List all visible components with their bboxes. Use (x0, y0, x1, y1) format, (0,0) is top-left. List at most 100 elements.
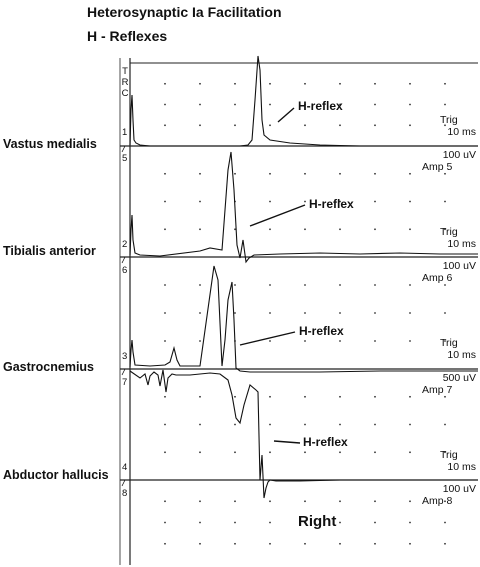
grid-dot (409, 423, 411, 426)
grid-dot (304, 82, 306, 85)
grid-dot (234, 500, 236, 503)
grid-dot (444, 172, 446, 175)
grid-dot (199, 542, 201, 545)
time-base-value: 10 ms (447, 126, 476, 138)
grid-dot (199, 228, 201, 231)
grid-dot (269, 82, 271, 85)
grid-dot (199, 82, 201, 85)
grid-dot (409, 103, 411, 106)
grid-dot (374, 451, 376, 454)
grid-dot (234, 228, 236, 231)
grid-dot (409, 542, 411, 545)
channel-number-bottom: 8 (122, 488, 128, 499)
grid-dot (304, 228, 306, 231)
grid-dot (444, 395, 446, 398)
grid-dot (339, 103, 341, 106)
grid-dot (269, 124, 271, 127)
grid-dot (339, 521, 341, 524)
grid-dot (234, 312, 236, 314)
h-reflex-pointer-4 (273, 440, 301, 444)
grid-dot (269, 395, 271, 398)
amp-readout: 100 uV Amp 5 (416, 149, 476, 173)
grid-dot (234, 451, 236, 454)
grid-dot (444, 340, 446, 342)
channel-number-top: 3 (122, 351, 128, 362)
amp-channel: Amp 5 (422, 161, 453, 173)
channel-number-bottom: 5 (122, 153, 128, 164)
grid-dot (234, 395, 236, 398)
grid-dot (339, 200, 341, 203)
grid-dot (304, 423, 306, 426)
grid-dot (304, 172, 306, 175)
grid-dot (164, 82, 166, 85)
grid-dot (164, 451, 166, 454)
grid-dot (444, 284, 446, 286)
grid-dot (304, 284, 306, 286)
figure-title: Heterosynaptic Ia Facilitation (87, 4, 282, 20)
trig-readout: Trig 10 ms (420, 226, 476, 250)
grid-dot (164, 500, 166, 503)
grid-dot (269, 521, 271, 524)
grid-dot (339, 312, 341, 314)
grid-dot (164, 124, 166, 127)
time-base-value: 10 ms (447, 238, 476, 250)
grid-dot (374, 340, 376, 342)
grid-dot (234, 124, 236, 127)
grid-dot (164, 340, 166, 342)
side-label: Right (298, 513, 337, 530)
grid-dot (199, 395, 201, 398)
grid-dot (339, 82, 341, 85)
grid-dot (339, 124, 341, 127)
grid-dot (339, 423, 341, 426)
grid-dot (304, 542, 306, 545)
grid-dot (269, 423, 271, 426)
grid-dot (409, 284, 411, 286)
grid-dot (304, 340, 306, 342)
grid-dot (269, 340, 271, 342)
grid-dot (199, 103, 201, 106)
grid-dot (409, 82, 411, 85)
trace-gastrocnemius (129, 265, 478, 373)
amp-value: 100 uV (442, 483, 476, 495)
grid-dot (374, 124, 376, 127)
grid-dot (164, 200, 166, 203)
grid-dot (304, 395, 306, 398)
trig-readout: Trig 10 ms (420, 449, 476, 473)
grid-dot (304, 124, 306, 127)
grid-dot (234, 423, 236, 426)
channel-slash-3 (121, 368, 126, 376)
grid-dot (409, 228, 411, 231)
grid-dot (234, 82, 236, 85)
grid-dot (164, 103, 166, 106)
amp-readout: 500 uV Amp 7 (416, 372, 476, 396)
grid-dot (199, 200, 201, 203)
grid-dot (339, 172, 341, 175)
channel-slash-4 (121, 479, 126, 487)
grid-dot (409, 340, 411, 342)
grid-dot (374, 103, 376, 106)
channel-number-top: 2 (122, 239, 128, 250)
grid-dot (304, 451, 306, 454)
grid-dot (199, 172, 201, 175)
grid-dot (444, 451, 446, 454)
grid-dot (444, 124, 446, 127)
grid-dot (374, 228, 376, 231)
grid-dot (304, 500, 306, 503)
amp-value: 100 uV (442, 260, 476, 272)
h-reflex-label: H-reflex (309, 197, 354, 211)
grid-dot (444, 103, 446, 106)
time-base-value: 10 ms (447, 461, 476, 473)
channel-slash-2 (121, 256, 126, 264)
muscle-label-abductor-hallucis: Abductor hallucis (3, 468, 109, 482)
grid-dot (339, 542, 341, 545)
muscle-label-vastus-medialis: Vastus medialis (3, 137, 97, 151)
grid-dot (269, 542, 271, 545)
channel-slash-1 (121, 145, 126, 153)
grid-dot (444, 312, 446, 314)
grid-dot (234, 172, 236, 175)
trc-label: T R C (120, 66, 130, 99)
grid-dot (269, 451, 271, 454)
trace-vastus-medialis (129, 55, 478, 147)
amp-value: 500 uV (442, 372, 476, 384)
grid-dot (304, 521, 306, 524)
